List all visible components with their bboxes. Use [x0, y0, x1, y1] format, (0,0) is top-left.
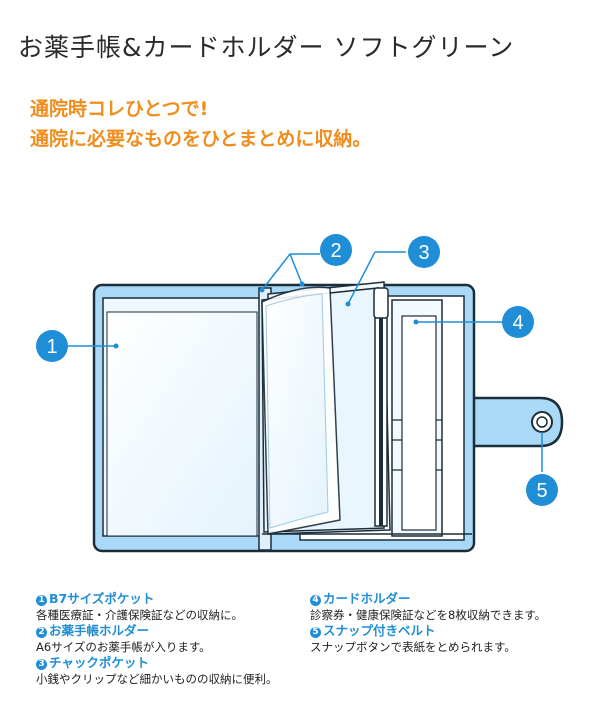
- callout-5: 5: [526, 474, 558, 506]
- tagline-1: 通院時コレひとつで!: [30, 98, 209, 120]
- callout-5-label: 5: [536, 480, 547, 502]
- legend-title-2: お薬手帳ホルダー: [49, 623, 150, 638]
- legend-title-3: チャックポケット: [49, 655, 149, 670]
- legend-number-2: 2: [36, 627, 47, 638]
- tagline-2: 通院に必要なものをひとまとめに収納。: [30, 128, 372, 150]
- legend-desc-2: A6サイズのお薬手帳が入ります。: [36, 640, 211, 654]
- callout-3-label: 3: [418, 242, 429, 264]
- zipper-pull: [373, 287, 389, 319]
- legend-number-3: 3: [36, 659, 47, 670]
- callout-1: 1: [36, 330, 68, 362]
- callout-4: 4: [502, 306, 534, 338]
- snap-belt: [468, 396, 564, 448]
- legend-title-1: B7サイズポケット: [49, 591, 155, 606]
- legend-desc-5: スナップボタンで表紙をとめられます。: [310, 640, 516, 654]
- callout-3: 3: [408, 236, 440, 268]
- legend-number-5: 5: [310, 627, 321, 638]
- callout-2-label: 2: [330, 240, 341, 262]
- legend-number-1: 1: [36, 595, 47, 606]
- legend-title-5: スナップ付きベルト: [323, 623, 436, 638]
- legend-desc-3: 小銭やクリップなど細かいものの収納に便利。: [36, 672, 278, 686]
- legend-desc-4: 診察券・健康保険証などを8枚収納できます。: [310, 608, 547, 622]
- callout-4-label: 4: [512, 312, 523, 334]
- legend-number-4: 4: [310, 595, 321, 606]
- callout-1-label: 1: [46, 336, 57, 358]
- legend-title-4: カードホルダー: [323, 591, 411, 606]
- page-title: お薬手帳&カードホルダー ソフトグリーン: [18, 33, 515, 62]
- callout-2: 2: [320, 234, 352, 266]
- legend-desc-1: 各種医療証・介護保険証などの収納に。: [36, 608, 243, 622]
